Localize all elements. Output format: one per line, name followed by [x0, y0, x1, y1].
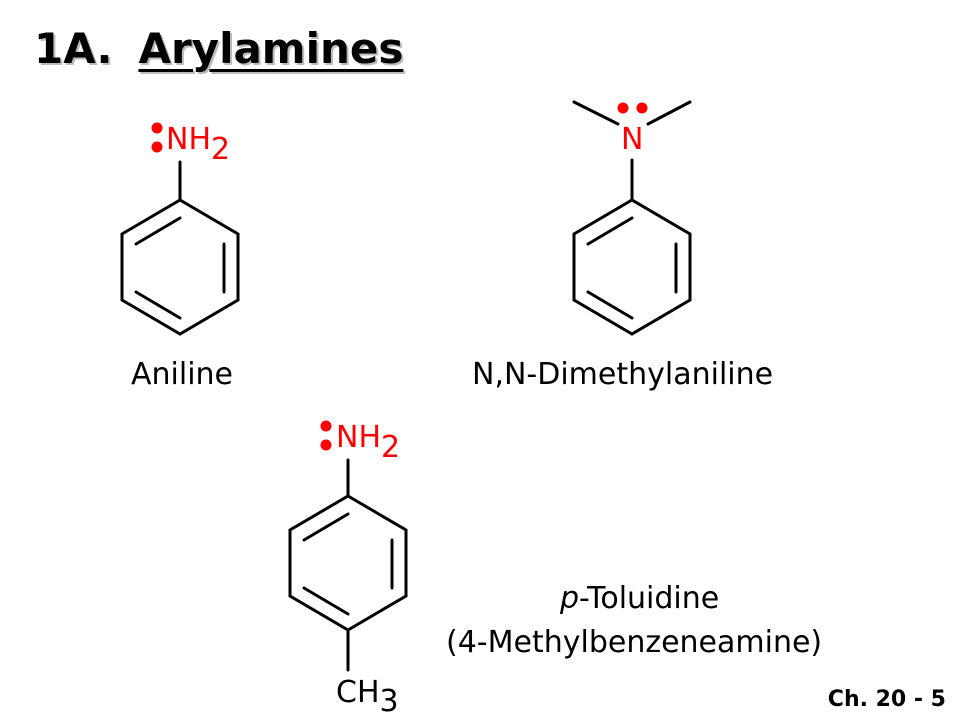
toluidine-lone-pair-dot-1	[320, 420, 332, 432]
aniline-ring-outline	[120, 198, 240, 336]
aniline-double-bond-3	[134, 290, 182, 320]
toluidine-lone-pair-dot-2	[320, 439, 332, 451]
toluidine-label-prefix: p	[559, 581, 579, 616]
toluidine-double-bond-1	[302, 512, 350, 542]
dimethylaniline-label: N,N-Dimethylaniline	[472, 357, 773, 392]
slide-footer: Ch. 20 - 5	[827, 687, 946, 712]
aniline-amino-main: NH	[166, 122, 211, 157]
dimethylaniline-lone-pair-dot-2	[636, 102, 648, 114]
title-word: Arylamines	[138, 24, 404, 73]
aniline-lone-pair-dot-2	[151, 141, 163, 153]
dimethylaniline-methyl-bond-right	[646, 100, 692, 126]
aniline-label: Aniline	[131, 357, 233, 392]
toluidine-amino-group: NH2	[336, 420, 400, 465]
toluidine-methyl-group: CH3	[336, 675, 399, 719]
aniline-lone-pair-dot-1	[151, 122, 163, 134]
toluidine-alt-label: (4-Methylbenzeneamine)	[446, 625, 822, 660]
toluidine-amino-sub: 2	[381, 430, 400, 465]
aniline-double-bond-1	[134, 216, 182, 246]
dimethylaniline-ring-outline	[572, 198, 692, 336]
dimethylaniline-structure: N N,N-Dimethylaniline	[472, 100, 773, 392]
toluidine-methyl-main: CH	[336, 675, 380, 710]
toluidine-methyl-sub: 3	[380, 684, 399, 719]
toluidine-amino-main: NH	[336, 420, 381, 455]
dimethylaniline-ring	[572, 198, 692, 336]
toluidine-label-rest: -Toluidine	[579, 581, 719, 616]
toluidine-ring	[288, 494, 408, 632]
dimethylaniline-methyl-bond-left	[572, 100, 620, 126]
aniline-structure: NH2 Aniline	[120, 122, 240, 392]
dimethylaniline-lone-pair-dot-1	[617, 102, 629, 114]
slide-title: 1A. Arylamines	[34, 24, 403, 73]
toluidine-label: p-Toluidine	[559, 581, 719, 616]
title-number: 1A.	[34, 24, 113, 73]
toluidine-ring-outline	[288, 494, 408, 632]
dimethylaniline-double-bond-1	[586, 216, 634, 246]
aniline-ring	[120, 198, 240, 336]
aniline-amino-sub: 2	[211, 132, 230, 167]
toluidine-structure: NH2 CH3 p-Toluidine (4-Methylbenzeneamin…	[288, 420, 822, 719]
dimethylaniline-double-bond-3	[586, 290, 634, 320]
aniline-amino-group: NH2	[166, 122, 230, 167]
toluidine-double-bond-3	[302, 586, 350, 616]
dimethylaniline-nitrogen: N	[621, 122, 643, 157]
